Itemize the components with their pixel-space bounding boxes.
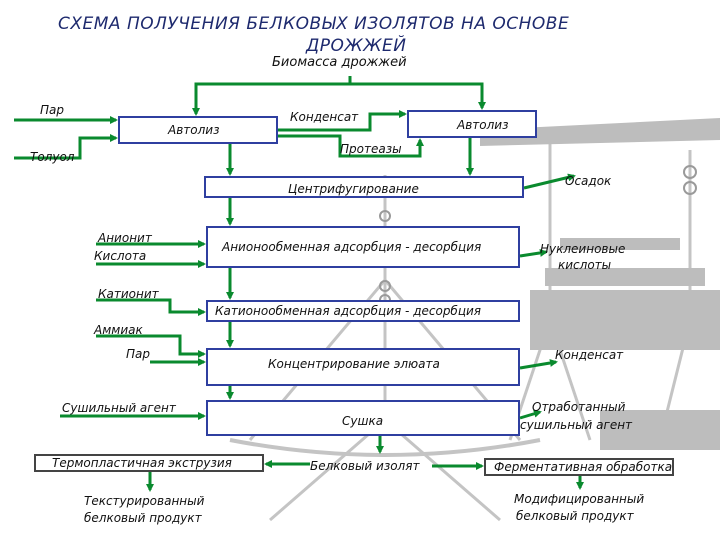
eluate-concentration-box: [206, 348, 520, 386]
extrusion-label: Термопластичная экструзия: [52, 456, 232, 470]
arrow-autolysis1-to-condensate: [278, 110, 407, 132]
centrifugation-box: [204, 176, 524, 198]
autolysis-label-2: Автолиз: [457, 118, 509, 132]
modified-product-label-line2: белковый продукт: [516, 509, 634, 523]
textured-product-label-line1: Текстурированный: [84, 494, 205, 508]
arrow-biomass-to-autolysis2: [350, 82, 486, 110]
extrusion-box: [34, 454, 264, 472]
anion-exchange-box: [206, 226, 520, 268]
protein-isolate-label: Белковый изолят: [310, 459, 420, 473]
arrow-biomass-to-autolysis1: [192, 76, 352, 116]
enzymatic-treatment-label: Ферментативная обработка: [494, 460, 673, 474]
autolysis-box-2: [407, 110, 537, 138]
sediment-label: Осадок: [565, 174, 612, 188]
cation-exchange-box: [206, 300, 520, 322]
anion-exchange-label: Анионообменная адсорбция - десорбция: [222, 240, 482, 254]
eluate-concentration-label: Концентрирование элюата: [268, 357, 440, 371]
centrifugation-label: Центрифугирование: [288, 182, 419, 196]
ammonia-label: Аммиак: [94, 323, 143, 337]
cation-exchange-label: Катионообменная адсорбция - десорбция: [215, 304, 482, 318]
acid-label: Кислота: [94, 249, 147, 263]
enzymatic-treatment-box: [484, 458, 674, 476]
autolysis-label-1: Автолиз: [168, 123, 220, 137]
arrow-centrifugation-to-sediment: [523, 173, 576, 190]
steam-input-label-1: Пар: [40, 103, 64, 117]
toluene-label: Толуол: [30, 150, 75, 164]
biomass-label: Биомасса дрожжей: [272, 55, 407, 70]
autolysis-box-1: [118, 116, 278, 144]
nucleic-acids-label-line2: кислоты: [558, 258, 612, 272]
arrow-ammonia-in: [96, 334, 206, 358]
nucleic-acids-label-line1: Нуклеиновые: [540, 242, 626, 256]
proteases-label: Протеазы: [340, 142, 402, 156]
condensate-label-2: Конденсат: [555, 348, 624, 362]
drying-box: [206, 400, 520, 436]
modified-product-label-line1: Модифицированный: [514, 492, 645, 506]
anionite-label: Анионит: [98, 231, 152, 245]
arrow-anion-to-nucleic: [519, 248, 548, 258]
arrow-cationite-in: [96, 298, 206, 316]
drying-agent-label: Сушильный агент: [62, 401, 176, 415]
arrow-toluene-to-autolysis1: [14, 134, 118, 160]
arrow-drying-to-spent-agent: [519, 409, 542, 420]
textured-product-label-line2: белковый продукт: [84, 511, 202, 525]
steam-input-label-2: Пар: [126, 347, 150, 361]
diagram-title-line2: ДРОЖЖЕЙ: [306, 36, 407, 56]
cationite-label: Катионит: [98, 287, 159, 301]
drying-label: Сушка: [342, 414, 384, 428]
arrow-concentration-to-condensate: [519, 359, 558, 370]
diagram-title-line1: СХЕМА ПОЛУЧЕНИЯ БЕЛКОВЫХ ИЗОЛЯТОВ НА ОСН…: [58, 14, 570, 34]
spent-agent-label-line1: Отработанный: [532, 400, 626, 414]
condensate-label-1: Конденсат: [290, 110, 359, 124]
spent-agent-label-line2: сушильный агент: [520, 418, 633, 432]
arrow-autolysis1-to-proteases: [278, 134, 424, 158]
